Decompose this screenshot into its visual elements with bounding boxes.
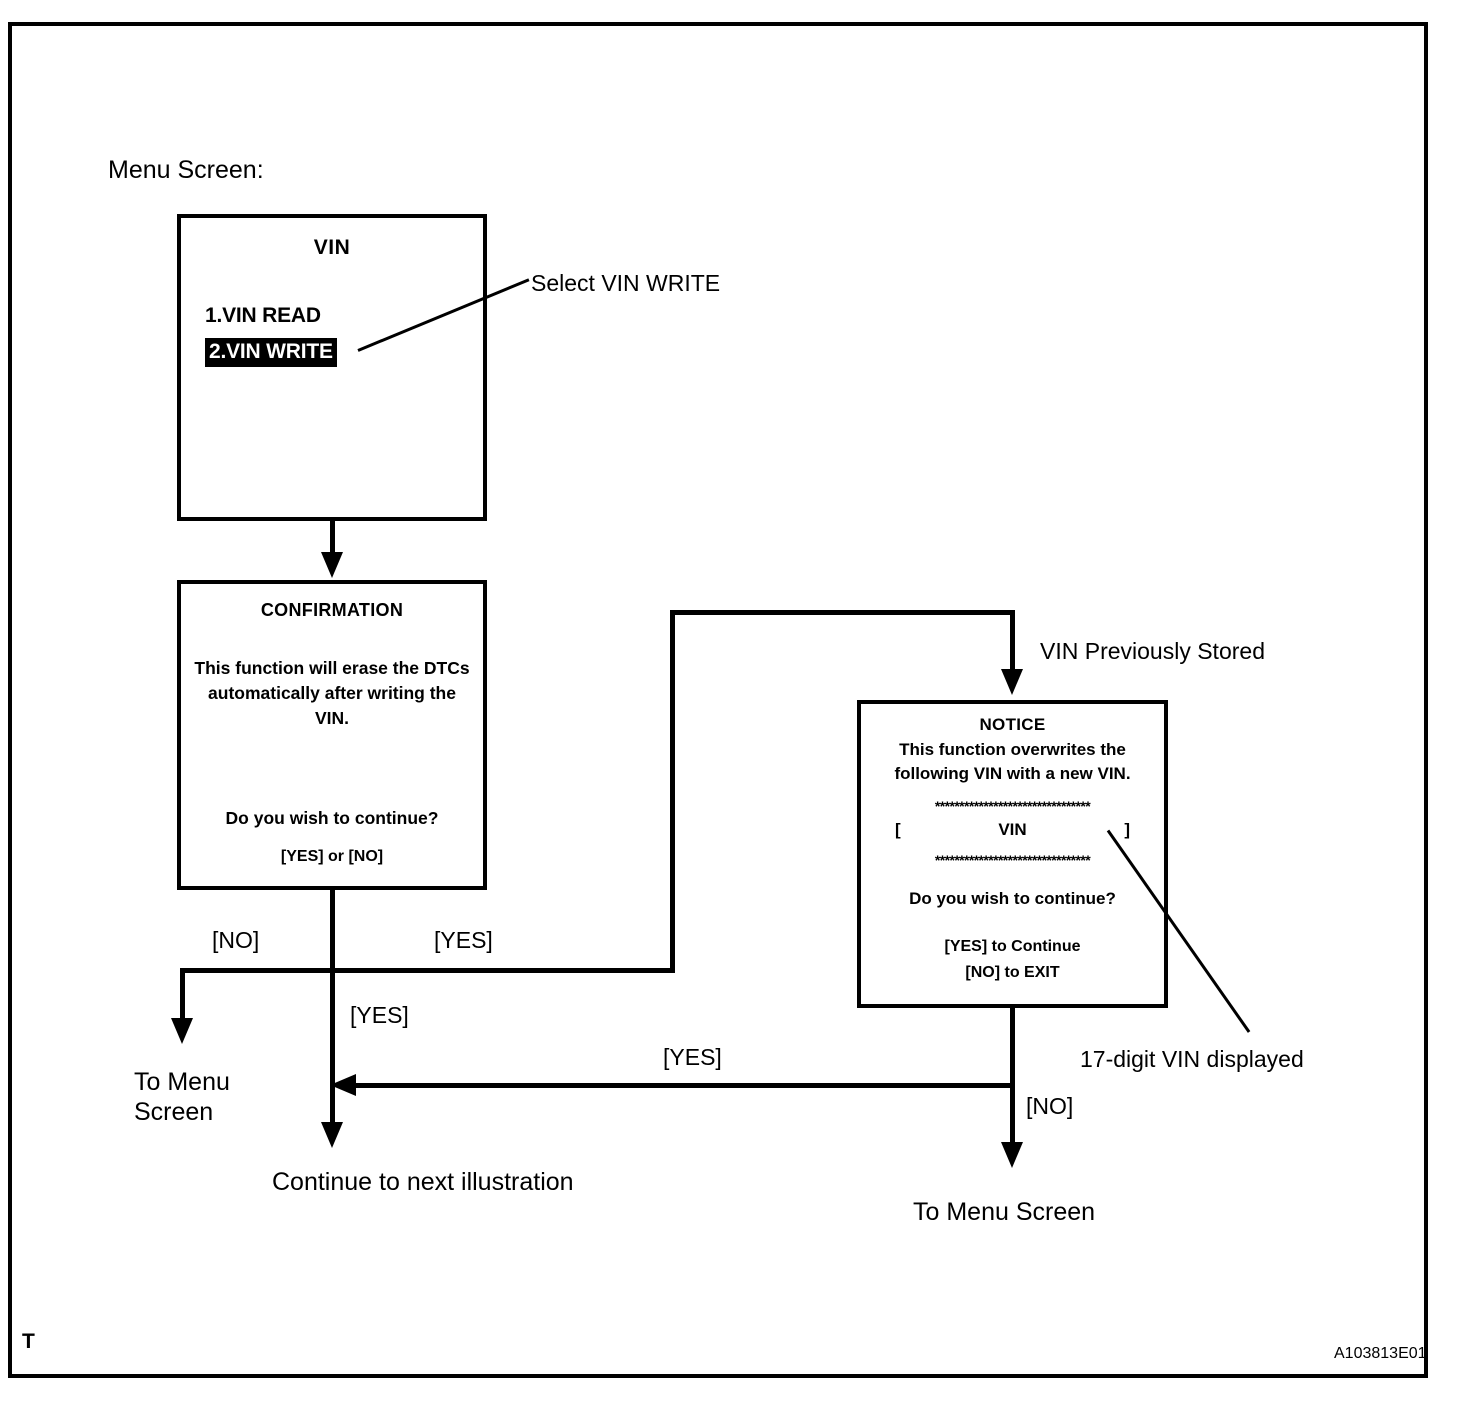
menu-item-vin-read[interactable]: 1.VIN READ: [205, 304, 321, 327]
connector-vin-to-confirmation: [330, 521, 335, 557]
notice-title: NOTICE: [979, 715, 1046, 734]
arrowhead-notice-yes-to-trunk: [330, 1074, 356, 1096]
notice-vin-bracket-open: [: [895, 820, 901, 839]
menu-item-vin-write[interactable]: 2.VIN WRITE: [205, 338, 337, 367]
seventeen-digit-vin-caption: 17-digit VIN displayed: [1080, 1046, 1304, 1072]
select-vin-write-caption: Select VIN WRITE: [531, 270, 721, 296]
figure-outer-border: [8, 22, 1428, 1378]
arrowhead-into-notice: [1001, 669, 1023, 695]
notice-option-yes: [YES] to Continue: [944, 938, 1081, 955]
figure-image-code: A103813E01: [1334, 1345, 1427, 1362]
notice-separator-bottom: ********************************: [934, 852, 1091, 868]
connector-yes-into-notice: [1010, 610, 1015, 672]
vin-menu-title: VIN: [313, 236, 351, 259]
continue-next-illustration-caption: Continue to next illustration: [272, 1168, 574, 1196]
notice-vin-bracket-close: ]: [1124, 820, 1130, 839]
to-menu-screen-right-caption: To Menu Screen: [913, 1198, 1096, 1226]
connector-notice-yes-run: [352, 1083, 1015, 1088]
vin-previously-stored-caption: VIN Previously Stored: [1040, 638, 1265, 664]
confirmation-options: [YES] or [NO]: [280, 848, 384, 865]
vin-menu-screen: VIN 1.VIN READ 2.VIN WRITE: [177, 214, 487, 521]
arrowhead-no-to-menu-screen: [171, 1018, 193, 1044]
connector-confirmation-down: [330, 890, 335, 973]
edge-label-yes-to-notice: [YES]: [434, 927, 493, 953]
notice-screen: NOTICE This function overwrites the foll…: [857, 700, 1168, 1008]
edge-label-no-to-menu-screen: [NO]: [212, 927, 260, 953]
connector-no-down-left: [180, 968, 185, 1023]
edge-label-yes-trunk: [YES]: [350, 1002, 409, 1028]
edge-label-no-notice-exit: [NO]: [1026, 1093, 1074, 1119]
menu-screen-caption: Menu Screen:: [108, 156, 264, 184]
notice-vin-row: [ VIN ]: [895, 820, 1130, 840]
to-menu-screen-left-line2: Screen: [134, 1097, 214, 1126]
confirmation-body: This function will erase the DTCs automa…: [194, 658, 470, 728]
connector-yes-trunk-down: [330, 968, 335, 1128]
notice-separator-top: ********************************: [934, 798, 1091, 814]
to-menu-screen-left-line1: To Menu: [134, 1068, 230, 1096]
arrowhead-vin-to-confirmation: [321, 552, 343, 578]
confirmation-screen: CONFIRMATION This function will erase th…: [177, 580, 487, 890]
arrowhead-continue-next-illustration: [321, 1122, 343, 1148]
connector-yes-top-run: [670, 610, 1015, 615]
confirmation-question: Do you wish to continue?: [225, 808, 439, 828]
notice-vin-placeholder: VIN: [998, 820, 1027, 839]
corner-marker: T: [22, 1330, 35, 1353]
connector-notice-down: [1010, 1008, 1015, 1150]
arrowhead-notice-no-to-menu-screen: [1001, 1142, 1023, 1168]
connector-confirmation-junction-bar: [180, 968, 675, 973]
notice-option-no: [NO] to EXIT: [965, 964, 1060, 981]
notice-body: This function overwrites the following V…: [894, 740, 1131, 784]
confirmation-title: CONFIRMATION: [260, 600, 404, 620]
notice-question: Do you wish to continue?: [909, 889, 1116, 908]
connector-yes-riser: [670, 610, 675, 973]
edge-label-yes-notice-continue: [YES]: [663, 1044, 722, 1070]
